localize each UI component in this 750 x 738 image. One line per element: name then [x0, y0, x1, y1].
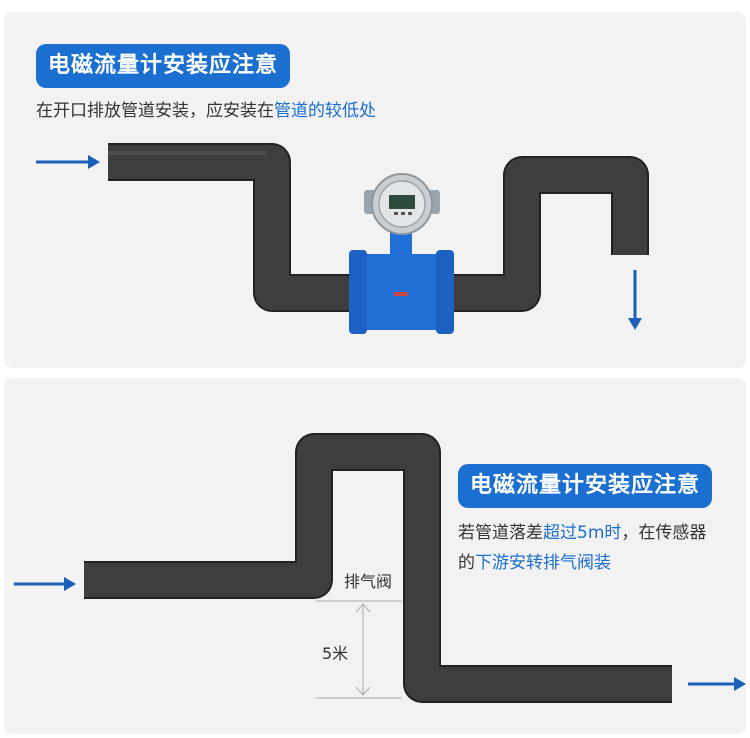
bottom-diagram-panel: 电磁流量计安装应注意 若管道落差超过5m时，在传感器 的下游安转排气阀装 排气阀… — [4, 378, 746, 734]
height-dimension — [316, 600, 402, 699]
bottom-caption-line1: 若管道落差超过5m时，在传感器 — [458, 523, 707, 543]
outlet-arrow-icon — [628, 270, 642, 330]
outlet-arrow-icon — [688, 677, 746, 691]
top-title-badge: 电磁流量计安装应注意 — [36, 44, 291, 88]
bottom-caption-line2: 的下游安转排气阀装 — [458, 553, 611, 573]
inlet-arrow-icon — [14, 577, 76, 591]
top-caption: 在开口排放管道安装，应安装在管道的较低处 — [36, 96, 376, 121]
inlet-arrow-icon — [36, 155, 100, 169]
top-caption-highlight: 管道的较低处 — [274, 101, 376, 121]
valve-label: 排气阀 — [344, 572, 393, 591]
top-caption-text: 在开口排放管道安装，应安装在 — [36, 101, 274, 121]
flowmeter-icon — [349, 173, 454, 334]
bottom-pipe-diagram — [14, 433, 746, 703]
top-pipe-diagram — [36, 143, 649, 334]
height-label: 5米 — [322, 644, 349, 663]
bottom-title-badge: 电磁流量计安装应注意 — [458, 464, 713, 508]
top-diagram-panel: 电磁流量计安装应注意 在开口排放管道安装，应安装在管道的较低处 — [4, 12, 746, 368]
